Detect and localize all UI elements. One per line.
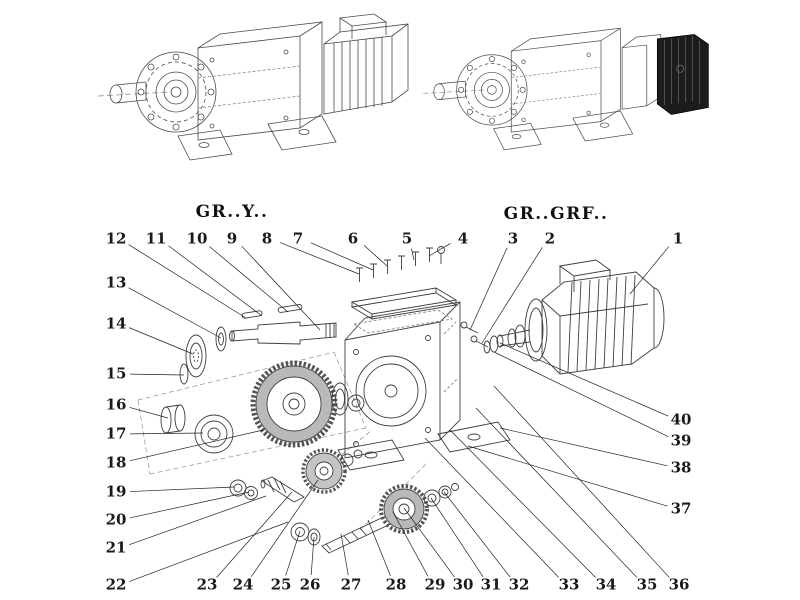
gear-housing	[337, 301, 511, 471]
motor-flange-hardware	[460, 321, 499, 354]
leader-lines	[127, 242, 670, 582]
main-gear	[250, 360, 338, 448]
variant-label-gr-y: GR..Y..	[195, 202, 269, 222]
ball-bearing-lower	[194, 414, 234, 454]
intermediate-pinion-parts	[229, 448, 363, 503]
gearmotor-illustration-left	[97, 13, 409, 161]
retaining-ring	[179, 363, 189, 385]
bearing-cup	[160, 404, 186, 434]
gear-bushing	[331, 382, 349, 416]
motor-exploded	[496, 259, 665, 375]
gearmotor-illustration-right	[423, 27, 709, 151]
ball-bearing-upper	[185, 334, 207, 378]
input-shaft-assembly	[229, 304, 337, 345]
exploded-view	[137, 246, 665, 554]
seal-washer	[215, 326, 227, 352]
spacer-ring	[347, 394, 365, 412]
top-cover-and-bolts	[350, 246, 458, 334]
variant-label-gr-grf: GR..GRF..	[503, 204, 609, 224]
output-pinion-assembly	[290, 483, 459, 554]
